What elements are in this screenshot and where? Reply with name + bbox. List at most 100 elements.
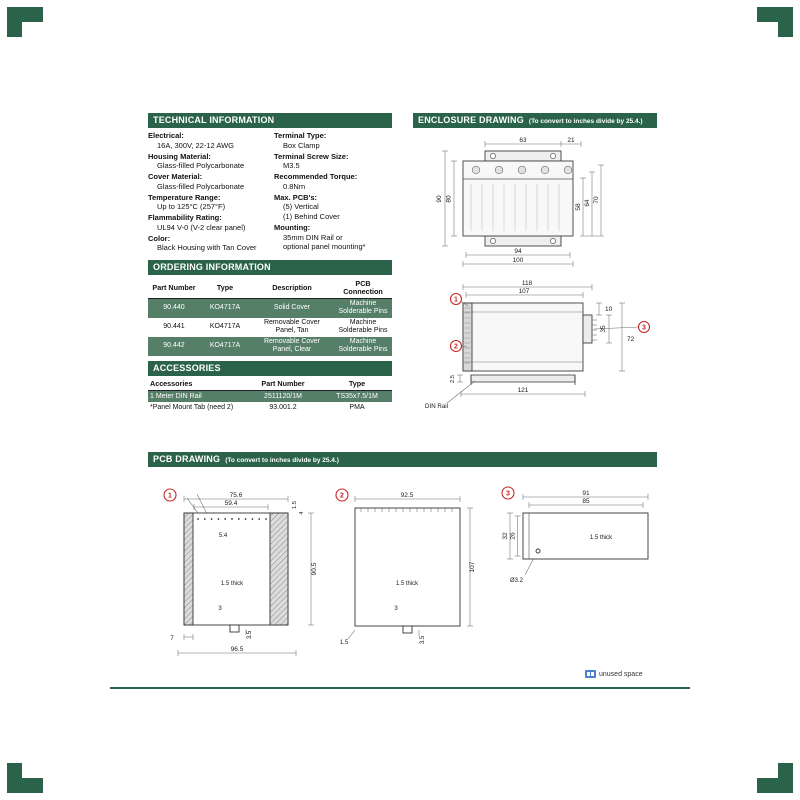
spec-label: Recommended Torque: bbox=[274, 172, 358, 181]
table-row: 90.442 KO4717A Removable Cover Panel, Cl… bbox=[148, 336, 392, 356]
cell-part-number: 90.442 bbox=[163, 342, 185, 350]
dimension-labels-view1: 63 21 90 80 58 64 70 94 100 bbox=[436, 137, 600, 264]
spec-column-left: Electrical: 16A, 300V, 22-12 AWG Housing… bbox=[148, 131, 266, 254]
pcb-drawing-section: PCB DRAWING (To convert to inches divide… bbox=[148, 452, 657, 683]
spec-label: Terminal Screw Size: bbox=[274, 151, 349, 161]
dimension-lines-view2-top bbox=[462, 284, 593, 298]
cell-part-number: 90.441 bbox=[163, 323, 185, 331]
din-rail-label: DIN Rail bbox=[425, 403, 448, 410]
dim-3-5: 3.5 bbox=[420, 635, 426, 644]
callout-1-number: 1 bbox=[454, 297, 458, 304]
dim-64: 64 bbox=[584, 199, 591, 207]
corner-mark-top-right bbox=[757, 7, 793, 37]
column-header-description: Description bbox=[272, 282, 312, 292]
spec-value: 35mm DIN Rail or optional panel mounting… bbox=[283, 232, 366, 252]
callout-pcb-2: 2 bbox=[335, 488, 349, 502]
pcb-3-board bbox=[522, 512, 649, 560]
pcb-drawing-2: 2 bbox=[335, 488, 476, 646]
cell-pcb-connection: Machine Solderable Pins bbox=[338, 338, 388, 354]
column-header-part-number: Part Number bbox=[152, 282, 196, 292]
spec-label: Flammability Rating: bbox=[148, 213, 222, 222]
dim-3-5: 3.5 bbox=[247, 630, 253, 639]
spec-label: Terminal Type: bbox=[274, 131, 327, 140]
dim-107: 107 bbox=[469, 561, 476, 572]
callout-3: 3 bbox=[637, 320, 651, 334]
cell-type: KO4717A bbox=[209, 342, 241, 350]
dimension-labels-pcb-3: 91 85 32 26 1.5 thick Ø3.2 bbox=[502, 490, 613, 584]
enclosure-top-view bbox=[462, 150, 574, 247]
dim-2-5: 2.5 bbox=[450, 375, 456, 383]
dim-thick: 1.5 thick bbox=[396, 581, 419, 587]
accessories-table: Accessories Part Number Type 1 Meter DIN… bbox=[148, 379, 392, 413]
cell-type: KO4717A bbox=[209, 304, 241, 312]
dim-1-5: 1.5 bbox=[292, 501, 298, 509]
column-header-accessories: Accessories bbox=[150, 379, 193, 389]
table-row: 90.440 KO4717A Solid Cover Machine Solde… bbox=[148, 298, 392, 318]
dim-32: 32 bbox=[502, 532, 509, 540]
ordering-table-header: Part Number Type Description PCB Connect… bbox=[148, 278, 392, 299]
dim-3: 3 bbox=[394, 606, 398, 612]
spec-item: Cover Material: Glass-filled Polycarbona… bbox=[148, 172, 266, 192]
spec-item: Max. PCB's: (5) Vertical (1) Behind Cove… bbox=[274, 193, 392, 222]
dim-thick: 1.5 thick bbox=[221, 581, 244, 587]
dim-96-5: 96.5 bbox=[231, 646, 244, 653]
spec-item: Electrical: 16A, 300V, 22-12 AWG bbox=[148, 131, 266, 151]
spec-value: Up to 125°C (257°F) bbox=[157, 202, 226, 212]
spec-item: Recommended Torque: 0.8Nm bbox=[274, 172, 392, 192]
mounting-holes bbox=[490, 153, 556, 244]
cell-part-number: 90.440 bbox=[163, 304, 185, 312]
pcb-drawing-header: PCB DRAWING (To convert to inches divide… bbox=[148, 452, 657, 467]
callout-3-number: 3 bbox=[642, 325, 646, 332]
dim-3: 3 bbox=[218, 606, 222, 612]
cell-description: Removable Cover Panel, Tan bbox=[263, 319, 321, 335]
cell-type: KO4717A bbox=[209, 323, 241, 331]
spec-label: Color: bbox=[148, 233, 171, 243]
dim-85: 85 bbox=[582, 498, 590, 505]
callout-pcb-1: 1 bbox=[163, 488, 177, 502]
pcb-drawing-subtitle: (To convert to inches divide by 25.4.) bbox=[225, 457, 339, 464]
footer-note-text: unused space bbox=[599, 670, 643, 678]
pcb-1-board bbox=[183, 512, 289, 633]
dimension-labels-view2: 118 107 10 35 72 2.5 121 DIN Rail bbox=[425, 280, 635, 410]
dim-1-5: 1.5 bbox=[340, 640, 349, 646]
column-header-type: Type bbox=[216, 282, 234, 292]
dim-90: 90 bbox=[436, 195, 443, 203]
dim-118: 118 bbox=[522, 280, 533, 287]
dim-72: 72 bbox=[627, 336, 635, 343]
accessories-title: ACCESSORIES bbox=[153, 362, 221, 373]
enclosure-drawing-subtitle: (To convert to inches divide by 25.4.) bbox=[528, 118, 643, 125]
technical-information-title: TECHNICAL INFORMATION bbox=[153, 115, 275, 125]
spec-label: Housing Material: bbox=[148, 151, 211, 161]
enclosure-drawing-section: ENCLOSURE DRAWING (To convert to inches … bbox=[413, 113, 657, 423]
dimension-labels-pcb-2: 92.5 107 1.5 thick 3 3.5 1.5 bbox=[340, 492, 476, 646]
spec-value: UL94 V-0 (V-2 clear panel) bbox=[157, 222, 246, 232]
cell-type: TS35x7.5/1M bbox=[336, 392, 378, 400]
cover-seams bbox=[463, 311, 597, 363]
callout-pcb-2-number: 2 bbox=[340, 493, 344, 500]
callout-pcb-3-number: 3 bbox=[506, 491, 510, 498]
cell-description: Solid Cover bbox=[273, 304, 311, 312]
enclosure-drawing-header: ENCLOSURE DRAWING (To convert to inches … bbox=[413, 113, 657, 128]
spec-value: Box Clamp bbox=[283, 140, 320, 150]
pcb-drawing-3: 3 91 85 32 26 bbox=[501, 486, 649, 584]
corner-mark-bottom-right bbox=[757, 763, 793, 793]
spec-item: Flammability Rating: UL94 V-0 (V-2 clear… bbox=[148, 213, 266, 233]
bottom-rule bbox=[110, 687, 690, 689]
spec-value: M3.5 bbox=[283, 161, 300, 171]
spec-item: Terminal Type: Box Clamp bbox=[274, 131, 392, 151]
spec-value: Glass-filled Polycarbonate bbox=[157, 181, 245, 191]
callout-1: 1 bbox=[449, 292, 463, 306]
spec-label: Cover Material: bbox=[148, 172, 203, 181]
spec-value: (5) Vertical (1) Behind Cover bbox=[283, 202, 340, 221]
cell-description: Removable Cover Panel, Clear bbox=[263, 338, 321, 354]
dim-94: 94 bbox=[514, 248, 522, 255]
ordering-information-header: ORDERING INFORMATION bbox=[148, 260, 392, 275]
spec-item: Color: Black Housing with Tan Cover bbox=[148, 234, 266, 254]
vent-slots bbox=[464, 307, 471, 364]
dim-90-5: 90.5 bbox=[311, 562, 318, 575]
spec-item: Housing Material: Glass-filled Polycarbo… bbox=[148, 152, 266, 172]
callout-2: 2 bbox=[449, 339, 463, 353]
enclosure-drawing: 63 21 90 80 58 64 70 94 100 bbox=[425, 137, 651, 410]
dim-80: 80 bbox=[446, 195, 453, 203]
corner-mark-top-left bbox=[7, 7, 43, 37]
